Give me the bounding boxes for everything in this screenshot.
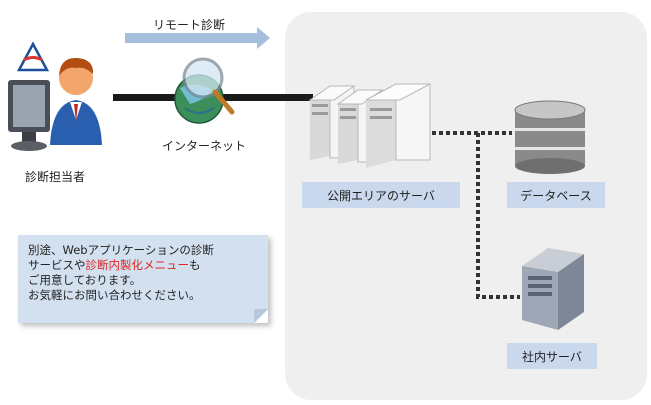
- note-line-2-suffix: も: [189, 258, 201, 272]
- note-line-3: ご用意しております。: [28, 273, 142, 287]
- internal-server-label: 社内サーバ: [507, 343, 597, 369]
- note-folded-corner-shade: [254, 309, 268, 323]
- remote-arrow: [125, 27, 270, 49]
- internal-server-icon: [522, 248, 584, 330]
- info-note: 別途、Webアプリケーションの診断 サービスや診断内製化メニューも ご用意してお…: [18, 235, 268, 323]
- in-house-menu-link: 診断内製化メニュー: [85, 258, 190, 272]
- note-line-4: お気軽にお問い合わせください。: [28, 288, 201, 302]
- database-label: データベース: [507, 182, 605, 208]
- internal-connection-lines: [432, 131, 520, 299]
- operator-label: 診断担当者: [25, 170, 86, 184]
- note-line-2: サービスや診断内製化メニューも: [28, 258, 268, 273]
- internet-label: インターネット: [162, 139, 247, 153]
- database-icon: [514, 100, 586, 174]
- note-line-1: 別途、Webアプリケーションの診断: [28, 243, 214, 257]
- globe-magnifier-icon: [174, 57, 235, 124]
- note-line-2-prefix: サービスや: [28, 258, 86, 272]
- public-servers-label: 公開エリアのサーバ: [302, 182, 460, 208]
- remote-diagnosis-label: リモート診断: [153, 18, 226, 32]
- public-servers-icon: [308, 83, 431, 168]
- operator-icon: [8, 41, 102, 151]
